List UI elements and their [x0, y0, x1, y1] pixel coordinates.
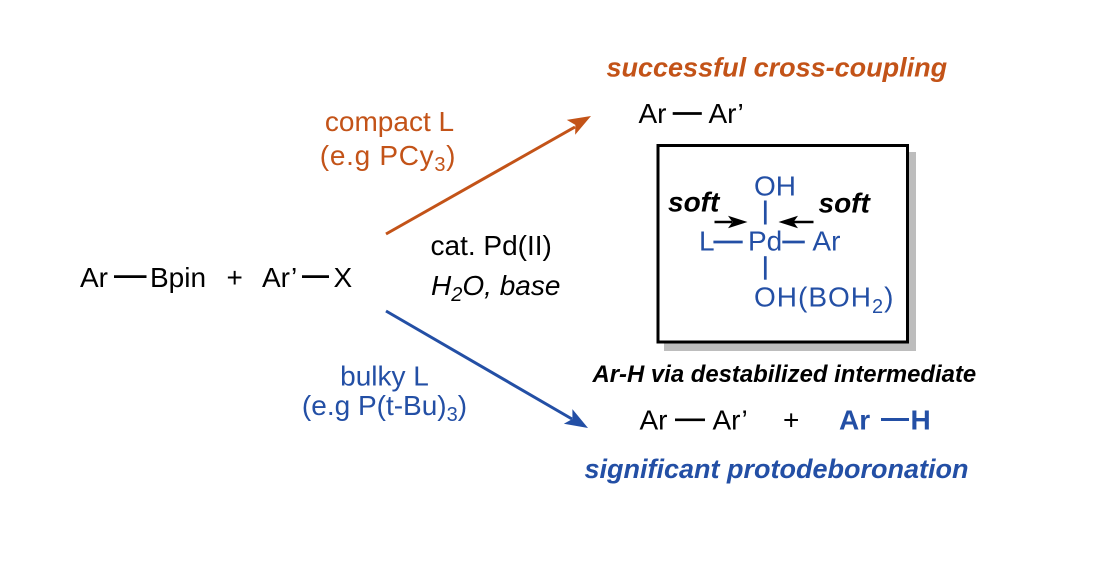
svg-text:Ar-H via destabilized intermed: Ar-H via destabilized intermediate — [592, 361, 977, 388]
svg-text:Bpin: Bpin — [150, 262, 206, 293]
svg-text:successful cross-coupling: successful cross-coupling — [607, 53, 948, 83]
svg-text:significant protodeboronation: significant protodeboronation — [585, 454, 969, 484]
svg-text:soft: soft — [819, 188, 872, 219]
svg-text:Ar’: Ar’ — [262, 262, 297, 293]
svg-text:+: + — [783, 405, 799, 436]
svg-text:Ar: Ar — [80, 262, 108, 293]
svg-text:bulky L: bulky L — [340, 361, 429, 392]
svg-text:Ar: Ar — [812, 226, 840, 257]
svg-text:(e.g PCy3): (e.g PCy3) — [320, 140, 456, 176]
svg-text:Ar: Ar — [639, 98, 667, 129]
svg-text:OH(BOH2): OH(BOH2) — [754, 282, 894, 319]
svg-text:X: X — [334, 262, 353, 293]
svg-text:(e.g P(t-Bu)3): (e.g P(t-Bu)3) — [302, 390, 467, 426]
svg-text:+: + — [227, 262, 243, 293]
svg-text:H2O, base: H2O, base — [431, 270, 560, 306]
svg-text:cat. Pd(II): cat. Pd(II) — [431, 230, 552, 261]
svg-text:soft: soft — [668, 187, 721, 218]
svg-text:H: H — [911, 405, 931, 436]
svg-text:OH: OH — [754, 171, 796, 202]
svg-text:Ar’: Ar’ — [713, 405, 748, 436]
svg-text:L: L — [699, 226, 715, 257]
svg-text:Ar: Ar — [640, 405, 668, 436]
svg-text:compact L: compact L — [325, 106, 454, 137]
svg-text:Pd: Pd — [748, 226, 782, 257]
svg-text:Ar’: Ar’ — [709, 98, 744, 129]
svg-text:Ar: Ar — [839, 405, 870, 436]
